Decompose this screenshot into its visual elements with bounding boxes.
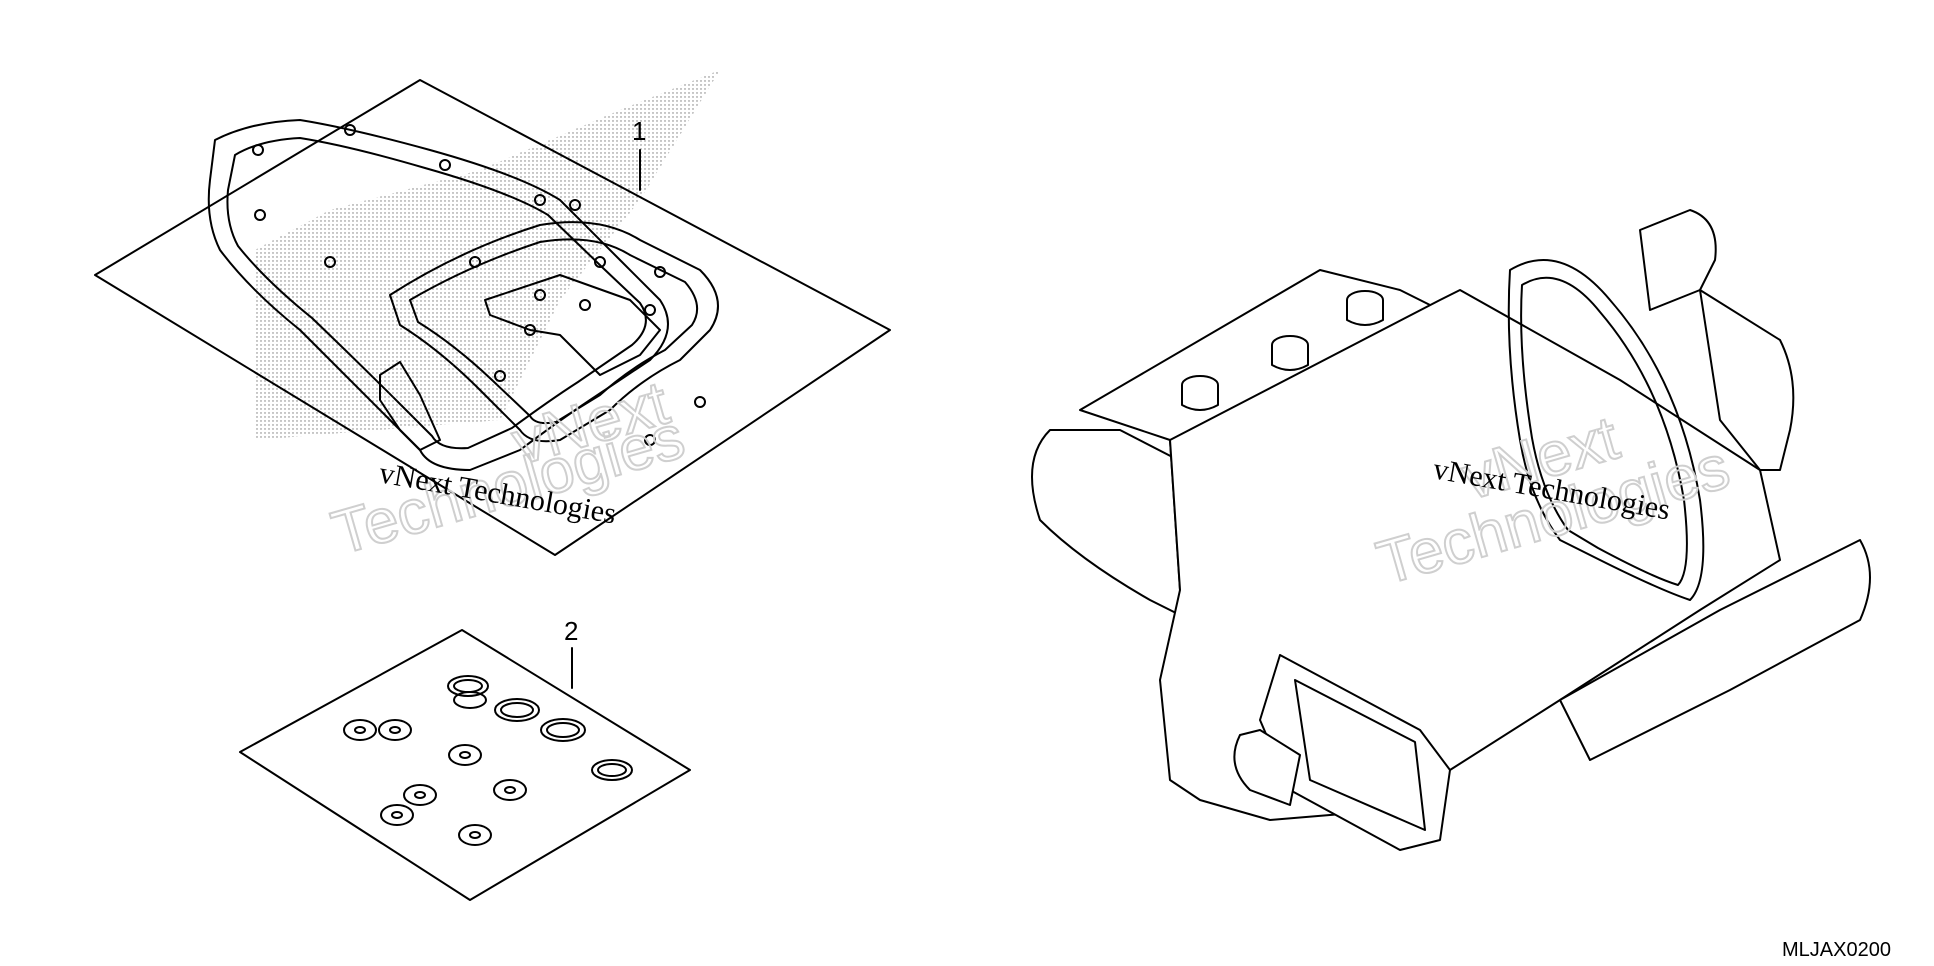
strainer-gasket <box>379 361 441 451</box>
kit-sheet-outline <box>94 79 891 556</box>
bolt-holes <box>252 124 706 446</box>
o-ring-sheet-outline <box>239 629 691 901</box>
side-gasket-large <box>1507 259 1705 601</box>
lower-right-cover <box>1559 539 1871 761</box>
left-plug <box>1233 729 1301 806</box>
oil-pan-gasket-inner <box>226 137 647 450</box>
right-tube <box>1639 209 1717 311</box>
o-rings <box>447 675 633 781</box>
block-caps <box>1181 290 1384 411</box>
cover-gasket <box>389 221 719 443</box>
lower-gasket <box>1294 679 1426 831</box>
washers <box>343 719 527 846</box>
part-1-gasket-kit[interactable]: 1 <box>94 70 891 556</box>
lower-cover <box>1259 654 1451 851</box>
side-gasket-large-inner <box>1520 276 1688 586</box>
diagram-code: MLJAX0200 <box>1782 939 1891 961</box>
cover-gasket-inner <box>409 238 699 425</box>
part-2-o-ring-kit[interactable]: 2 <box>239 616 691 901</box>
shading-area <box>255 70 720 440</box>
small-gasket <box>484 274 661 376</box>
right-cover <box>1699 289 1795 471</box>
callout-2-label: 2 <box>564 616 578 646</box>
engine-illustration <box>1031 209 1871 851</box>
callout-1-label: 1 <box>632 116 646 146</box>
